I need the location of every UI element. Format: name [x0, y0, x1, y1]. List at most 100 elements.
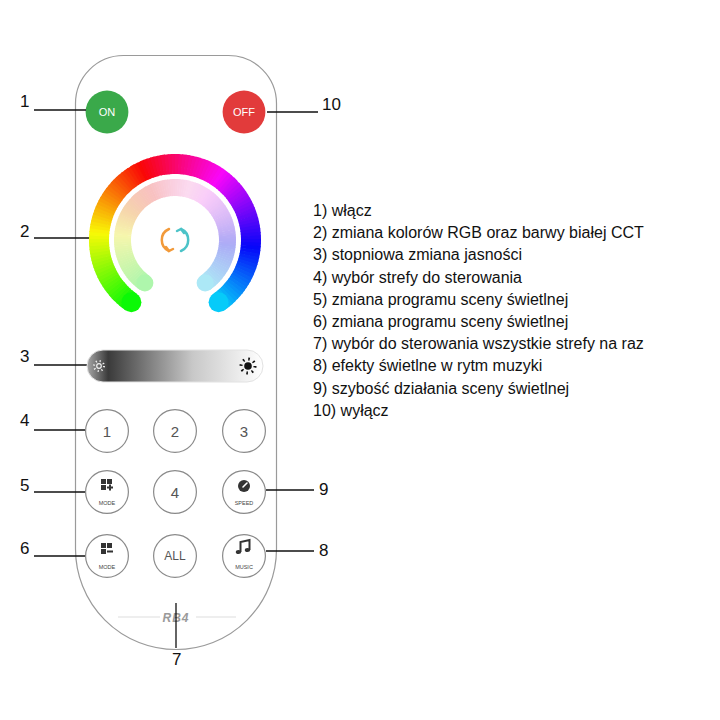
wheel-segment	[97, 268, 117, 281]
wheel-segment	[89, 227, 109, 233]
leader-line	[266, 550, 314, 551]
slider-bar	[87, 350, 263, 382]
wheel-segment	[181, 179, 186, 196]
wheel-segment	[122, 292, 137, 310]
description-line: 10) wyłącz	[313, 403, 389, 419]
icon-square	[101, 549, 106, 554]
wheel-segment	[157, 181, 164, 198]
node-outline	[222, 470, 266, 514]
description-line: 3) stopniowa zmiana jasności	[313, 247, 522, 263]
sun-rays-large	[241, 359, 255, 373]
wheel-segment	[107, 280, 125, 296]
wheel-segment	[238, 214, 258, 223]
wheel-segment	[119, 214, 136, 223]
button-label: ON	[85, 107, 129, 118]
description-line: 1) włącz	[313, 203, 372, 219]
wheel-segment	[121, 170, 136, 188]
wheel-segment	[168, 154, 173, 174]
wheel-segment	[202, 192, 215, 207]
callout-number: 8	[319, 542, 328, 559]
node-outline	[85, 534, 129, 578]
wheel-segment	[208, 267, 223, 280]
wheel-segment	[210, 203, 225, 215]
leader-line	[175, 603, 176, 648]
wheel-segment	[219, 234, 236, 238]
wheel-segment	[170, 179, 174, 196]
wheel-segment	[135, 274, 148, 289]
wheel-segment	[89, 235, 109, 240]
wheel-segment	[118, 255, 135, 264]
button-label: OFF	[222, 107, 266, 118]
button-label: SPEED	[222, 501, 266, 507]
wheel-segment	[241, 235, 261, 239]
description-line: 2) zmiana kolorów RGB oraz barwy białej …	[313, 225, 644, 241]
mode-button: MODE	[85, 534, 129, 578]
wheel-segment	[227, 278, 245, 293]
wheel-segment	[202, 162, 214, 182]
leader-line	[34, 555, 85, 556]
arrow-arc	[162, 229, 169, 251]
description-line: 8) efekty świetlne w rytm muzyki	[313, 358, 542, 374]
wheel-segment	[120, 259, 136, 269]
button-label: MODE	[85, 501, 129, 507]
wheel-segment	[234, 266, 254, 278]
wheel-segment	[189, 156, 198, 176]
wheel-segment	[212, 292, 227, 311]
wheel-segment	[132, 271, 146, 285]
wheel-segment	[195, 185, 205, 201]
wheel-segment	[119, 290, 135, 308]
wheel-segment	[217, 289, 233, 307]
button-label: 3	[222, 424, 266, 439]
wheel-segment	[143, 186, 154, 202]
wheel-segment	[219, 243, 236, 247]
wheel-segment	[228, 276, 247, 291]
wheel-segment	[121, 209, 137, 220]
wheel-segment	[219, 241, 236, 245]
wheel-segment	[100, 194, 119, 208]
mode-plus-icon	[101, 479, 113, 491]
wheel-segment	[125, 265, 140, 277]
wheel-segment	[150, 157, 159, 177]
description-line: 9) szybość działania sceny świetlnej	[313, 381, 569, 397]
sun-icon-large	[244, 362, 252, 370]
wheel-segment	[181, 154, 187, 174]
color-wheel	[89, 154, 261, 312]
wheel-segment	[218, 175, 234, 192]
wheel-segment	[111, 180, 128, 197]
wheel-segment	[241, 242, 261, 247]
zone-button: 2	[153, 409, 197, 453]
wheel-segment	[91, 217, 111, 226]
wheel-segment	[240, 225, 260, 232]
callout-number: 7	[172, 651, 181, 668]
wheel-segment	[193, 184, 203, 201]
zone-button: 4	[153, 470, 197, 514]
wheel-segment	[134, 272, 147, 287]
wheel-segment	[124, 168, 139, 187]
button-label: 2	[153, 424, 197, 439]
wheel-segment	[123, 205, 139, 217]
wheel-cap	[209, 292, 229, 312]
wheel-segment	[213, 210, 229, 220]
wheel-segment	[111, 284, 128, 301]
wheel-segment	[240, 248, 260, 255]
button-circle	[223, 535, 266, 578]
wheel-segment	[155, 181, 163, 198]
wheel-segment	[114, 286, 131, 303]
wheel-segment	[105, 278, 123, 293]
wheel-segment	[214, 171, 229, 189]
wheel-segment	[188, 182, 196, 199]
wheel-segment	[137, 190, 149, 205]
icon-square	[101, 543, 106, 548]
icon-plus	[109, 485, 111, 491]
wheel-center-icon	[162, 229, 188, 251]
wheel-segment	[106, 185, 124, 201]
leader-lines	[34, 110, 318, 648]
music-icon	[236, 540, 250, 554]
wheel-segment	[186, 181, 193, 198]
wheel-segment	[214, 212, 231, 222]
wheel-segment	[206, 270, 220, 284]
wheel-segment	[109, 282, 127, 298]
wheel-segment	[129, 197, 143, 211]
wheel-segment	[219, 239, 236, 242]
wheel-segment	[201, 274, 214, 289]
